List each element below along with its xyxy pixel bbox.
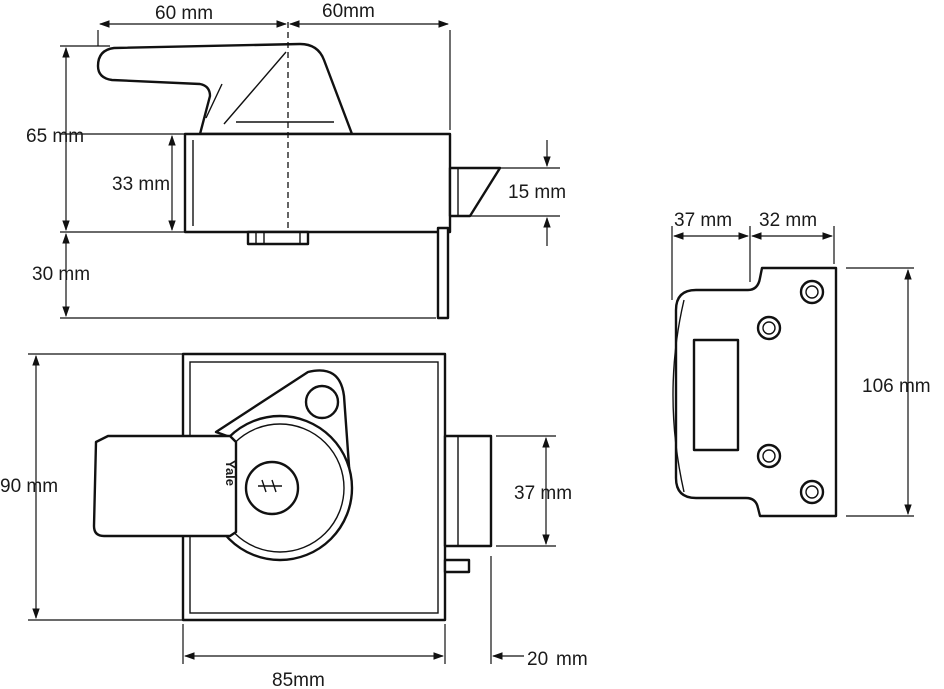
front-view: Yale 90 mm 37 mm 85mm 20 mm [0,352,588,689]
keyhole-icon [258,479,282,493]
fixing-hole [304,384,340,420]
brand-label: Yale [223,460,238,486]
dim-keep-right: 32 mm [759,210,817,231]
dim-bottom-offset: 30 mm [32,264,90,285]
dim-keep-left: 37 mm [674,210,732,231]
dim-front-depth-value: 20 [527,649,548,670]
dim-front-depth-unit: mm [556,649,588,670]
side-body [183,132,452,234]
dim-front-height: 90 mm [0,476,58,497]
side-view: 60 mm 60mm 65 mm 33 mm 30 mm 15 mm [26,1,566,320]
dim-bolt-height: 15 mm [508,182,566,203]
dim-top-right: 60mm [322,1,375,22]
front-staple [443,434,493,548]
keep-screw-hole-4 [799,479,825,505]
dim-body-height: 33 mm [112,174,170,195]
side-staple-plate [436,226,450,320]
dim-front-width: 85mm [272,670,325,689]
side-cylinder-tail [246,230,310,246]
cylinder-plug [244,460,300,516]
keep-screw-hole-1 [799,279,825,305]
keep-screw-hole-3 [756,443,782,469]
keep-view: 37 mm 32 mm 106 mm [671,210,931,518]
dim-top-left: 60 mm [155,3,213,24]
keep-slot [692,338,740,452]
keep-plate [674,266,838,518]
side-handle [96,42,354,136]
dim-total-height: 65 mm [26,126,84,147]
front-handle [92,434,238,538]
dim-front-bolt: 37 mm [514,483,572,504]
dim-keep-height: 106 mm [862,376,931,397]
keep-screw-hole-2 [756,315,782,341]
